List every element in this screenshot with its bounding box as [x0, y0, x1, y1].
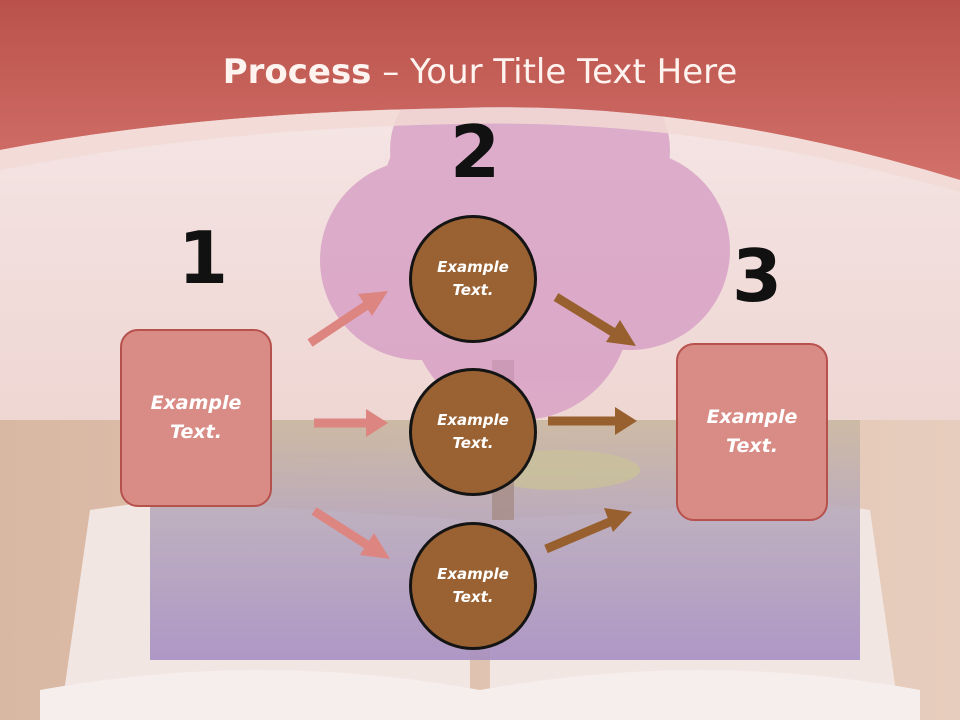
- circle-middle-line1: Example: [437, 411, 509, 429]
- step-box-1-line2: Text.: [170, 421, 222, 443]
- step-number-1: 1: [178, 216, 229, 300]
- circle-top-line1: Example: [437, 258, 509, 276]
- step-box-1-line1: Example: [150, 392, 242, 414]
- arrow-left-to-bottom: [311, 507, 390, 559]
- step-box-1: Example Text.: [120, 329, 272, 507]
- process-circle-middle: Example Text.: [409, 368, 537, 496]
- circle-middle-line2: Text.: [452, 434, 494, 452]
- arrow-left-to-top: [307, 291, 388, 347]
- step-box-3-line1: Example: [706, 406, 798, 428]
- title-bold: Process: [222, 52, 372, 92]
- arrow-bottom-to-right: [544, 508, 632, 554]
- process-circle-top: Example Text.: [409, 215, 537, 343]
- step-number-3: 3: [732, 234, 783, 318]
- slide-title: Process – Your Title Text Here: [0, 52, 960, 92]
- arrow-middle-to-right: [548, 407, 637, 435]
- step-number-2: 2: [450, 110, 501, 194]
- arrow-top-to-right: [553, 293, 636, 346]
- circle-bottom-line1: Example: [437, 565, 509, 583]
- step-box-3: Example Text.: [676, 343, 828, 521]
- title-rest: – Your Title Text Here: [371, 52, 738, 92]
- step-box-3-line2: Text.: [726, 435, 778, 457]
- process-circle-bottom: Example Text.: [409, 522, 537, 650]
- arrow-left-to-middle: [314, 409, 388, 437]
- circle-top-line2: Text.: [452, 281, 494, 299]
- circle-bottom-line2: Text.: [452, 588, 494, 606]
